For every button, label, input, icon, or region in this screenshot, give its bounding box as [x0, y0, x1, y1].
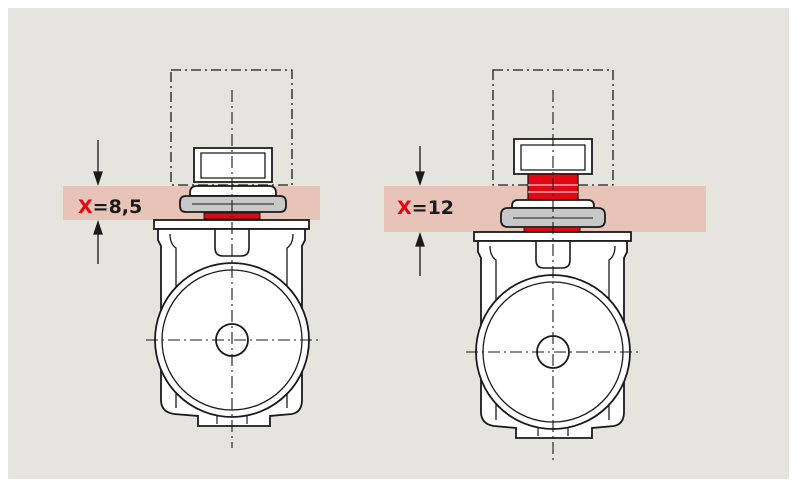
technical-drawing: X=8,5: [63, 69, 706, 460]
dimension-arrows: [415, 146, 425, 276]
view-x-12: X=12: [384, 69, 706, 460]
view-x-8-5: X=8,5: [63, 69, 320, 448]
dimension-label: X=12: [397, 197, 454, 219]
label-value: =12: [412, 197, 454, 219]
envelope-outline: [170, 69, 293, 186]
centre-lines: [146, 90, 320, 448]
label-variable: X: [78, 196, 93, 218]
centre-lines: [466, 90, 640, 460]
label-value: =8,5: [93, 196, 143, 218]
bolt-head: [193, 147, 273, 183]
diagram-panel: X=8,5: [8, 8, 789, 479]
washer: [179, 185, 287, 213]
dimension-arrows: [93, 140, 103, 264]
label-variable: X: [397, 197, 412, 219]
dimension-label: X=8,5: [78, 196, 142, 218]
